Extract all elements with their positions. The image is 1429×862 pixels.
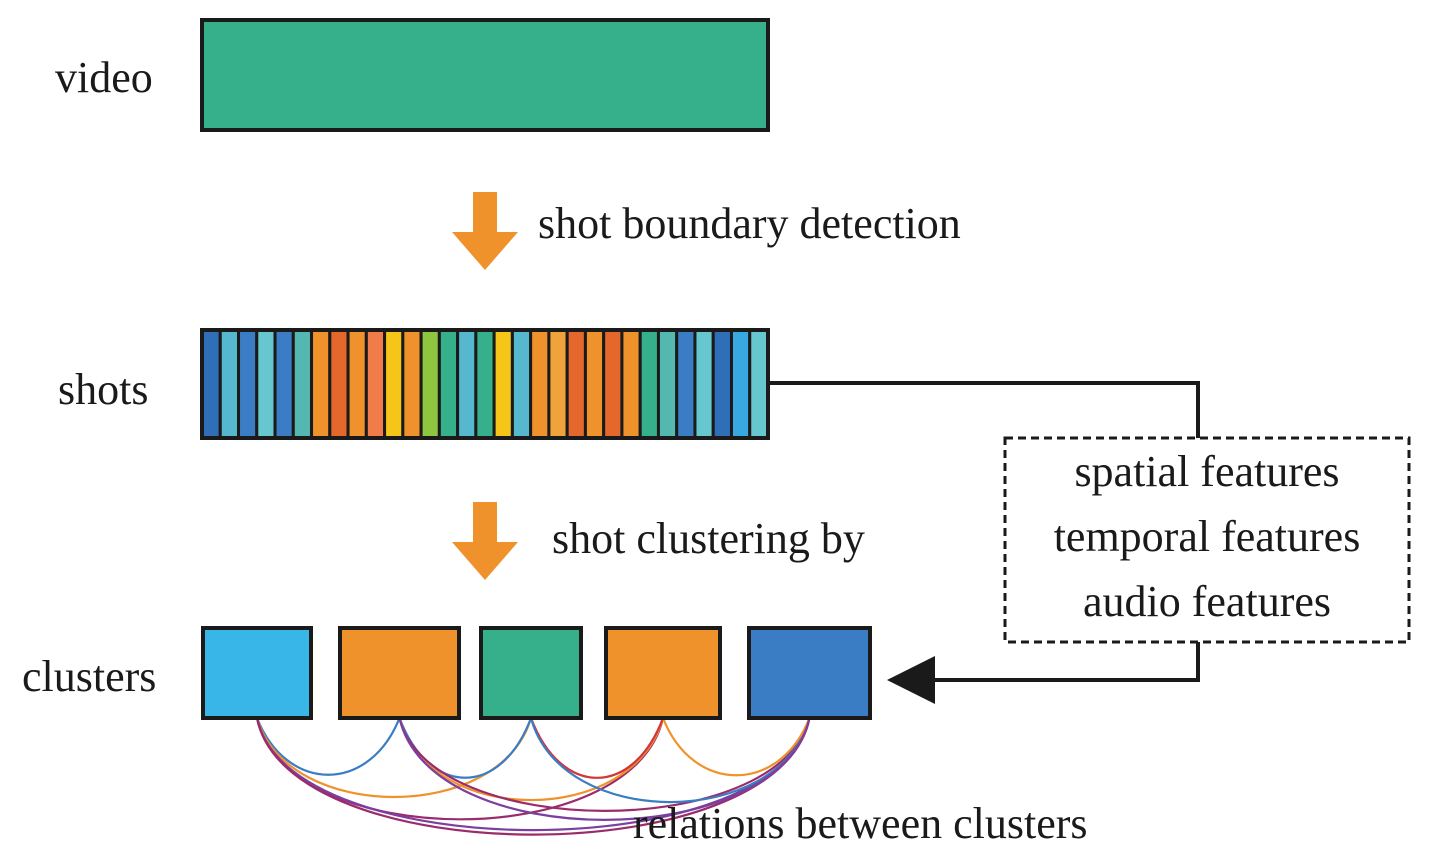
shot-segment (620, 328, 642, 440)
shot-segment (529, 328, 551, 440)
cluster-box-3 (479, 626, 583, 720)
features-list: spatial features temporal features audio… (1007, 450, 1407, 624)
feature-output-arrow (887, 642, 1200, 704)
feature-connector-line (768, 381, 1200, 438)
features-box (1003, 436, 1411, 644)
shot-segment (675, 328, 697, 440)
shot-segment (401, 328, 423, 440)
shot-segment (456, 328, 478, 440)
shot-segment (711, 328, 733, 440)
down-arrow-icon (452, 192, 518, 270)
shot-segment (218, 328, 241, 440)
shot-segment (364, 328, 387, 440)
clusters-label: clusters (22, 652, 157, 701)
video-label: video (55, 53, 153, 102)
down-arrow-icon (452, 502, 518, 580)
cluster-box-2 (338, 626, 461, 720)
relation-curve (398, 717, 811, 812)
shot-segment (291, 328, 314, 440)
shot-segment (565, 328, 587, 440)
shot-clustering-label: shot clustering by (552, 514, 865, 563)
shot-segment (602, 328, 624, 440)
relation-curve (529, 717, 811, 804)
relation-curve (398, 717, 533, 779)
shot-segment (419, 328, 441, 440)
shot-segment (583, 328, 606, 440)
shot-segment (656, 328, 679, 440)
shot-segment (474, 328, 496, 440)
shot-segment (273, 328, 295, 440)
shot-segment (237, 328, 259, 440)
relation-curve (661, 717, 811, 777)
feature-item-audio: audio features (1083, 577, 1331, 626)
shot-boundary-detection-label: shot boundary detection (538, 199, 961, 248)
shot-segment (310, 328, 332, 440)
shot-segment (437, 328, 460, 440)
cluster-box-1 (201, 626, 313, 720)
feature-item-spatial: spatial features (1074, 447, 1340, 496)
shot-segment (255, 328, 277, 440)
cluster-box-4 (604, 626, 722, 720)
relation-curve (398, 717, 665, 801)
shot-segment (328, 328, 350, 440)
cluster-box-5 (747, 626, 872, 720)
shot-segment (510, 328, 533, 440)
shot-segment (729, 328, 752, 440)
relation-curve (529, 717, 665, 779)
shot-segment (547, 328, 569, 440)
shot-segment (492, 328, 514, 440)
relation-curve (255, 717, 401, 776)
video-bar (200, 18, 770, 132)
shot-segment (693, 328, 715, 440)
relation-curve (398, 717, 811, 821)
feature-item-temporal: temporal features (1053, 512, 1361, 561)
shot-segment (200, 328, 222, 440)
relations-label: relations between clusters (633, 799, 1088, 848)
shots-label: shots (58, 365, 149, 414)
relation-curve (255, 717, 665, 821)
cluster-relations (255, 717, 811, 836)
shot-segment (346, 328, 368, 440)
shot-segment (638, 328, 660, 440)
shot-strip (200, 328, 770, 440)
shot-segment (748, 328, 770, 440)
cluster-group (201, 626, 872, 720)
shot-segment (383, 328, 405, 440)
